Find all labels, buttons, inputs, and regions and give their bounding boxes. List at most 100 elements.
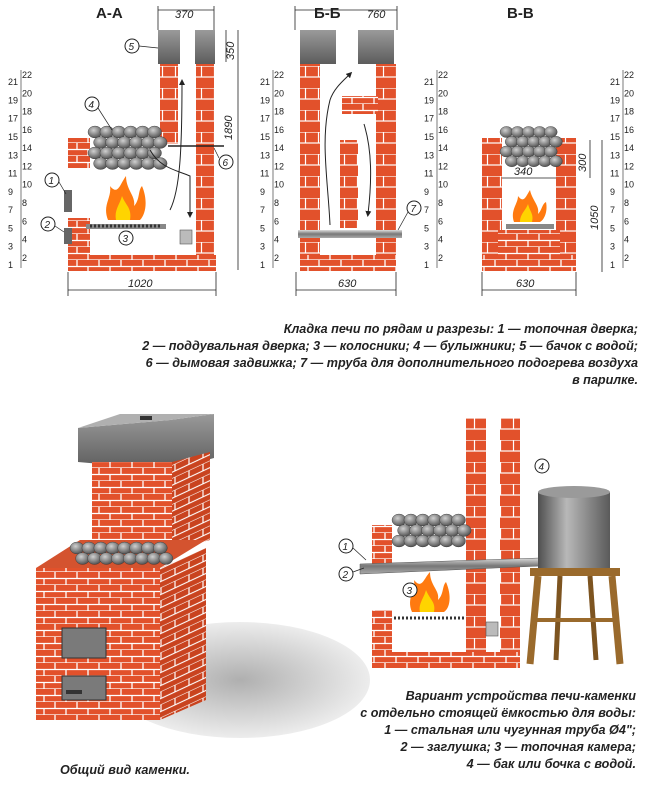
callout-3: 3 [123, 234, 129, 245]
callout-6: 6 [223, 158, 229, 169]
row-number-even: 14 [22, 143, 32, 153]
row-number-odd: 5 [260, 223, 265, 233]
row-number-even: 12 [624, 161, 634, 171]
row-number-even: 10 [22, 180, 32, 190]
row-number-odd: 21 [8, 77, 18, 87]
row-number-odd: 11 [424, 169, 433, 179]
row-number-odd: 13 [610, 150, 620, 160]
stone [549, 155, 563, 167]
row-number-even: 6 [624, 216, 629, 226]
row-number-even: 16 [624, 125, 634, 135]
row-number-even: 18 [274, 107, 284, 117]
row-number-even: 12 [22, 161, 32, 171]
row-number-odd: 15 [424, 132, 434, 142]
variant-callout-4: 4 [539, 462, 545, 473]
section-vv: В-В 340 300 1050 630 [481, 5, 603, 296]
section-aa-title: А-А [96, 5, 123, 22]
row-number-even: 8 [624, 198, 629, 208]
row-number-odd: 19 [424, 95, 434, 105]
vv-dim-height: 1050 [589, 205, 601, 230]
row-number-even: 8 [22, 198, 27, 208]
callout-7: 7 [411, 204, 417, 215]
row-number-odd: 17 [8, 114, 18, 124]
caption-variant-line: Вариант устройства печи-каменки [405, 689, 636, 703]
caption-variant-line: 1 — стальная или чугунная труба Ø4"; [384, 723, 636, 737]
row-number-scales: 2119171513119753122201816141210864221191… [8, 70, 634, 270]
row-number-odd: 15 [260, 132, 270, 142]
variant-callout-1: 1 [343, 542, 349, 553]
stone [451, 513, 466, 527]
row-number-even: 14 [438, 143, 448, 153]
row-number-even: 22 [22, 70, 32, 80]
stone [152, 136, 168, 149]
row-number-even: 8 [274, 198, 279, 208]
row-number-odd: 11 [8, 169, 17, 179]
caption-variant-line: с отдельно стоящей ёмкостью для воды: [360, 706, 636, 720]
row-number-even: 22 [624, 70, 634, 80]
caption-main: Кладка печи по рядам и разрезы: 1 — топо… [0, 321, 638, 389]
row-number-odd: 17 [424, 114, 434, 124]
row-number-even: 12 [274, 161, 284, 171]
row-number-odd: 3 [8, 242, 13, 252]
row-number-even: 6 [274, 216, 279, 226]
bb-dim-bottom: 630 [338, 278, 357, 290]
row-number-odd: 13 [260, 150, 270, 160]
caption-main-line: в парилке. [572, 373, 638, 387]
row-number-even: 4 [624, 235, 629, 245]
row-number-even: 2 [438, 253, 443, 263]
stone [544, 126, 558, 138]
row-number-even: 4 [274, 235, 279, 245]
row-number-even: 6 [22, 216, 27, 226]
row-number-even: 22 [438, 70, 448, 80]
row-number-odd: 19 [610, 95, 620, 105]
row-number-odd: 13 [8, 150, 18, 160]
caption-main-line: 2 — поддувальная дверка; 3 — колосники; … [142, 339, 638, 353]
stone [456, 524, 472, 537]
row-number-even: 4 [22, 235, 27, 245]
callout-2: 2 [44, 220, 51, 231]
general-view [36, 414, 370, 738]
row-number-even: 10 [274, 180, 284, 190]
row-number-odd: 1 [610, 260, 615, 270]
stone [147, 146, 162, 160]
row-number-odd: 9 [610, 187, 615, 197]
row-number-even: 18 [438, 107, 448, 117]
row-number-odd: 15 [610, 132, 620, 142]
row-number-even: 18 [22, 107, 32, 117]
aa-dim-top: 370 [175, 9, 194, 21]
section-vv-title: В-В [507, 5, 534, 22]
caption-general: Общий вид каменки. [60, 763, 190, 777]
row-number-even: 2 [624, 253, 629, 263]
row-number-odd: 1 [260, 260, 265, 270]
aa-dim-tank: 350 [225, 41, 237, 60]
row-number-odd: 1 [8, 260, 13, 270]
row-number-even: 4 [438, 235, 443, 245]
section-bb: Б-Б 760 630 [294, 5, 402, 296]
stone [147, 125, 162, 139]
row-number-even: 20 [274, 88, 284, 98]
row-number-odd: 5 [8, 223, 13, 233]
row-number-odd: 7 [610, 205, 615, 215]
row-number-even: 10 [624, 180, 634, 190]
vv-dim-bottom: 630 [516, 278, 535, 290]
aa-dim-bottom: 1020 [128, 278, 153, 290]
row-number-even: 10 [438, 180, 448, 190]
row-number-odd: 15 [8, 132, 18, 142]
row-number-odd: 3 [610, 242, 615, 252]
stone [544, 145, 558, 158]
row-number-even: 2 [22, 253, 27, 263]
row-number-odd: 5 [610, 223, 615, 233]
caption-variant: Вариант устройства печи-каменки с отдель… [316, 688, 636, 773]
stone [152, 157, 168, 170]
row-number-odd: 17 [260, 114, 270, 124]
row-number-odd: 11 [610, 169, 619, 179]
vv-dim-firebox-h: 300 [577, 153, 589, 172]
row-number-odd: 21 [610, 77, 620, 87]
row-number-odd: 9 [260, 187, 265, 197]
row-number-even: 6 [438, 216, 443, 226]
row-number-even: 16 [438, 125, 448, 135]
row-number-odd: 1 [424, 260, 429, 270]
row-number-odd: 21 [424, 77, 434, 87]
stone [549, 136, 563, 148]
